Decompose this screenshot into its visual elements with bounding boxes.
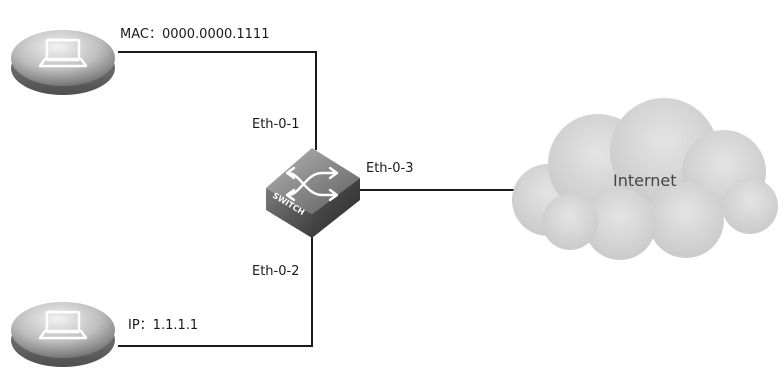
host-top bbox=[11, 30, 115, 95]
internet-label: Internet bbox=[613, 171, 677, 190]
switch-icon: SWITCH bbox=[266, 148, 360, 238]
link-host-top-to-switch bbox=[118, 51, 317, 150]
port-label-eth-0-2: Eth-0-2 bbox=[252, 264, 300, 279]
switch-arrows-icon bbox=[285, 166, 339, 202]
host-bottom bbox=[11, 302, 115, 367]
host-bottom-label: IP：1.1.1.1 bbox=[128, 318, 199, 333]
laptop-icon bbox=[38, 38, 88, 68]
link-host-bottom-to-switch bbox=[118, 226, 313, 347]
laptop-icon bbox=[38, 310, 88, 340]
port-label-eth-0-1: Eth-0-1 bbox=[252, 117, 300, 132]
port-label-eth-0-3: Eth-0-3 bbox=[366, 161, 414, 176]
host-top-label: MAC：0000.0000.1111 bbox=[120, 27, 270, 42]
cloud-icon bbox=[512, 98, 778, 260]
